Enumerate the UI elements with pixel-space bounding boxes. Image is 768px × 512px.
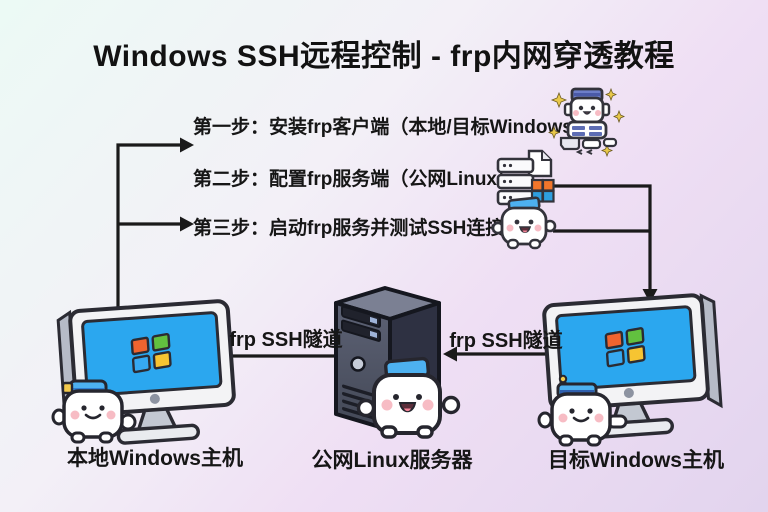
- right-connector-step2: [553, 184, 652, 292]
- local-mascot: [51, 379, 137, 444]
- step1-label: 第一步：安装frp客户端（本地/目标Windows）: [193, 117, 592, 138]
- server-label: 公网Linux服务器: [311, 449, 473, 472]
- tunnel-label-left: frp SSH隧道: [229, 329, 343, 351]
- step3-label: 第三步：启动frp服务并测试SSH连接: [193, 218, 505, 239]
- arrow-to-server: [443, 346, 457, 362]
- tunnel-label-right: frp SSH隧道: [449, 330, 563, 352]
- mascot-face-icon: [491, 196, 557, 250]
- arrow-to-step3: [180, 216, 194, 232]
- page-title: Windows SSH远程控制 - frp内网穿透教程: [93, 40, 675, 73]
- target-host-label: 目标Windows主机: [548, 449, 724, 472]
- arrow-to-step1: [180, 137, 194, 153]
- server-mascot: [356, 356, 461, 439]
- server-config-icon: [496, 149, 555, 206]
- windows-logo: [604, 327, 646, 368]
- step2-label: 第二步：配置frp服务端（公网Linux）: [193, 169, 516, 190]
- left-bracket-line: [116, 143, 182, 313]
- local-host-label: 本地Windows主机: [67, 447, 243, 470]
- target-mascot: [537, 374, 628, 447]
- local-windows-monitor: [56, 299, 236, 445]
- windows-logo: [130, 332, 172, 374]
- arrow-to-target-host: [642, 289, 658, 303]
- robot-mascot-icon: [547, 87, 626, 158]
